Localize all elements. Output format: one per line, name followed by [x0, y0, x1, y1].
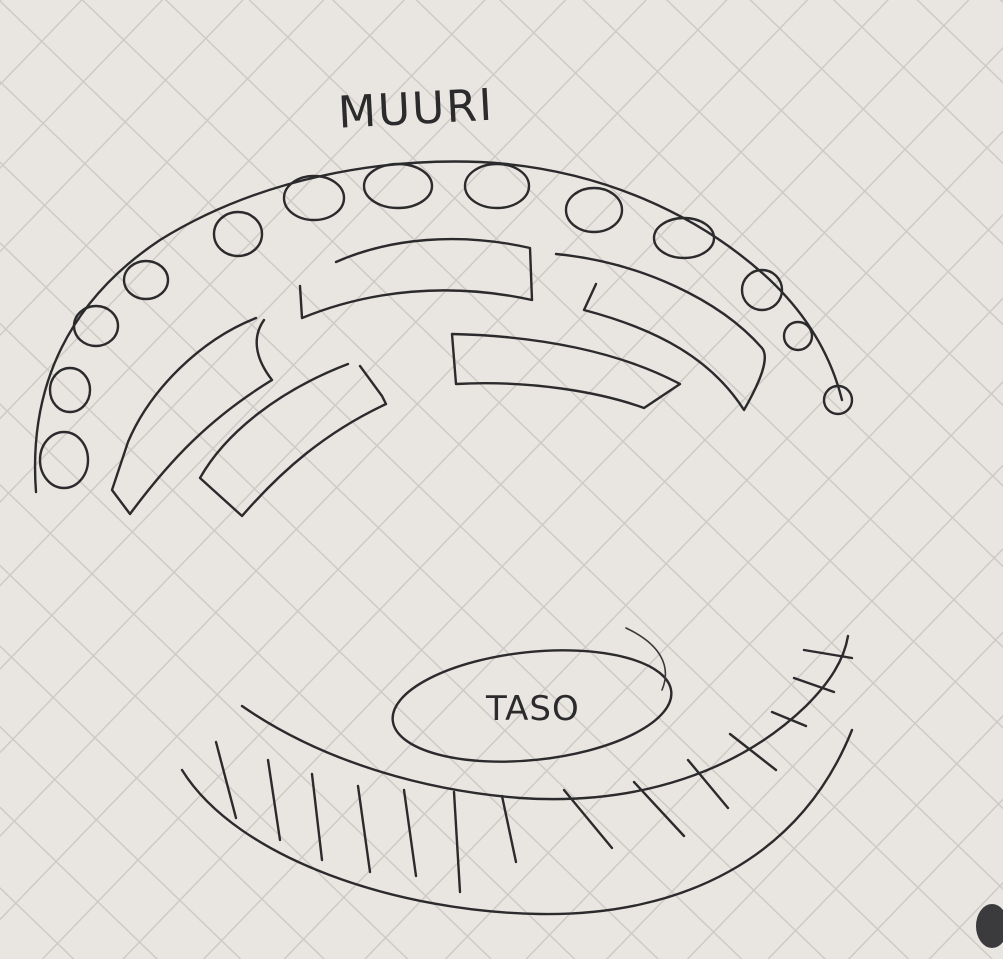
- platform-label: TASO: [485, 689, 580, 729]
- wall-label: MUURI: [337, 80, 495, 139]
